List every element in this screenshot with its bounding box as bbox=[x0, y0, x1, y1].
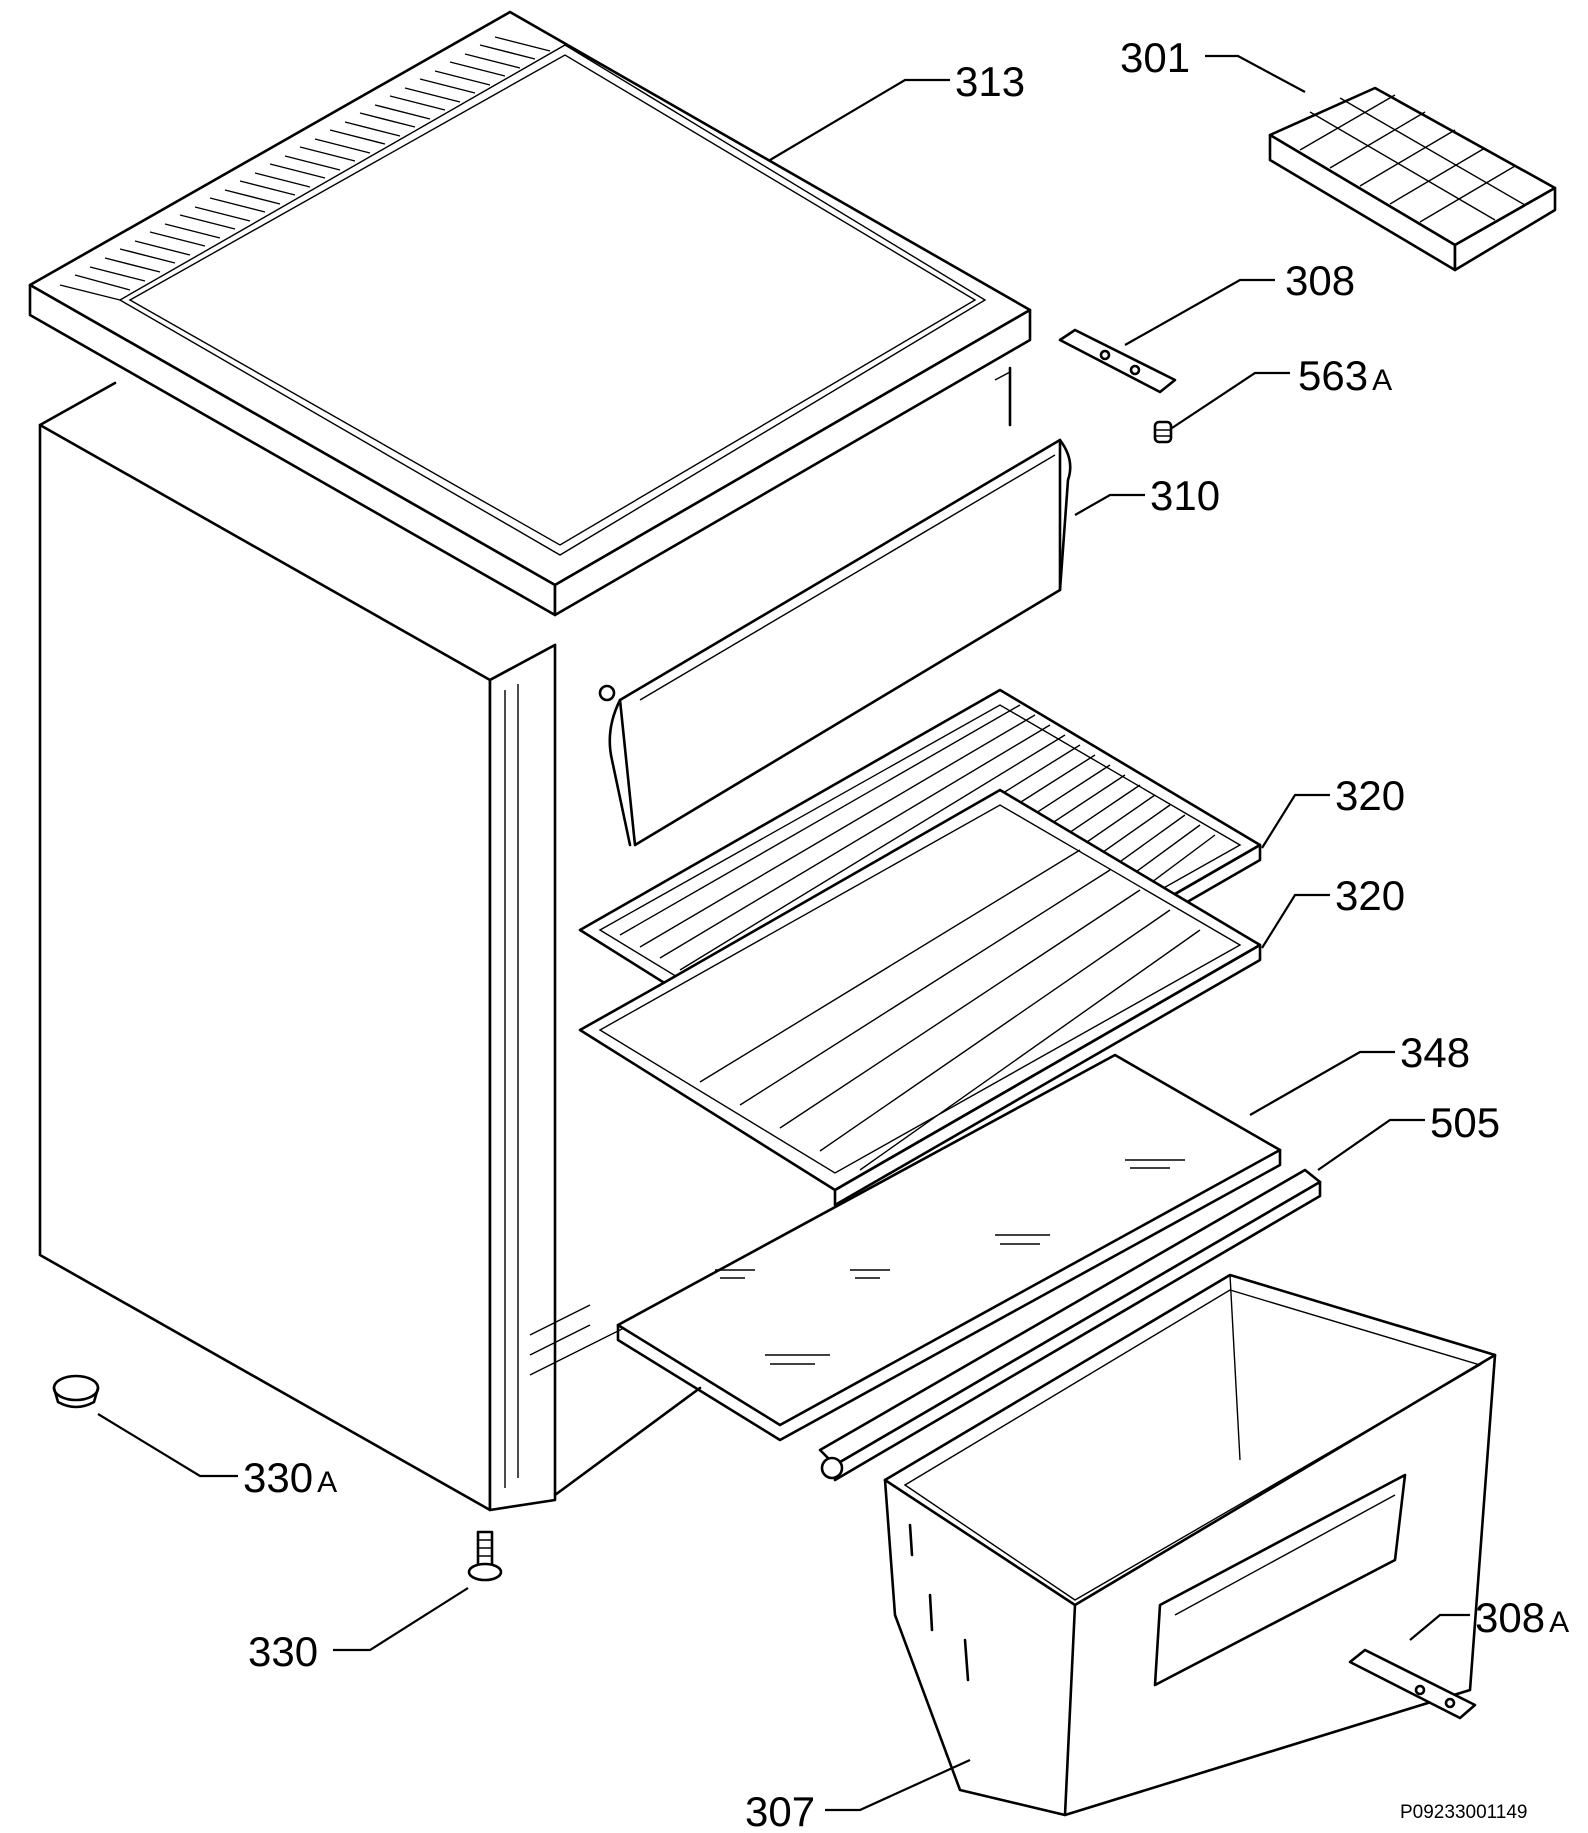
callout-301: 301 bbox=[1120, 34, 1190, 81]
worktop bbox=[28, 10, 1032, 617]
ice-cube-tray bbox=[1268, 86, 1557, 272]
leveling-screw bbox=[467, 1530, 503, 1582]
callout-310: 310 bbox=[1150, 472, 1220, 519]
cabinet-body bbox=[38, 366, 1012, 1512]
callout-313: 313 bbox=[955, 58, 1025, 105]
freezer-flap bbox=[598, 438, 1072, 847]
wire-shelf-lower-rods bbox=[699, 849, 1201, 1171]
hinge-bracket-bottom bbox=[1348, 1648, 1477, 1720]
callout-320-upper: 320 bbox=[1335, 772, 1405, 819]
document-number: P09233001149 bbox=[1400, 1802, 1528, 1823]
wire-shelf-lower bbox=[578, 788, 1262, 1207]
ice-tray-compartments bbox=[1299, 94, 1526, 223]
worktop-vent-slots bbox=[59, 36, 551, 301]
glass-shelf bbox=[616, 1053, 1282, 1442]
callout-307: 307 bbox=[745, 1788, 815, 1833]
leader-lines bbox=[97, 54, 1470, 1812]
callout-320-lower: 320 bbox=[1335, 872, 1405, 919]
hinge-bracket-top bbox=[1058, 328, 1177, 394]
adjustable-foot bbox=[52, 1374, 100, 1409]
callout-308: 308 bbox=[1285, 257, 1355, 304]
hinge-screw bbox=[1153, 420, 1173, 444]
callout-330: 330 bbox=[248, 1628, 318, 1675]
callout-505: 505 bbox=[1430, 1099, 1500, 1146]
callout-348: 348 bbox=[1400, 1029, 1470, 1076]
front-trim-strip bbox=[818, 1168, 1322, 1482]
crisper-drawer bbox=[883, 1273, 1497, 1817]
